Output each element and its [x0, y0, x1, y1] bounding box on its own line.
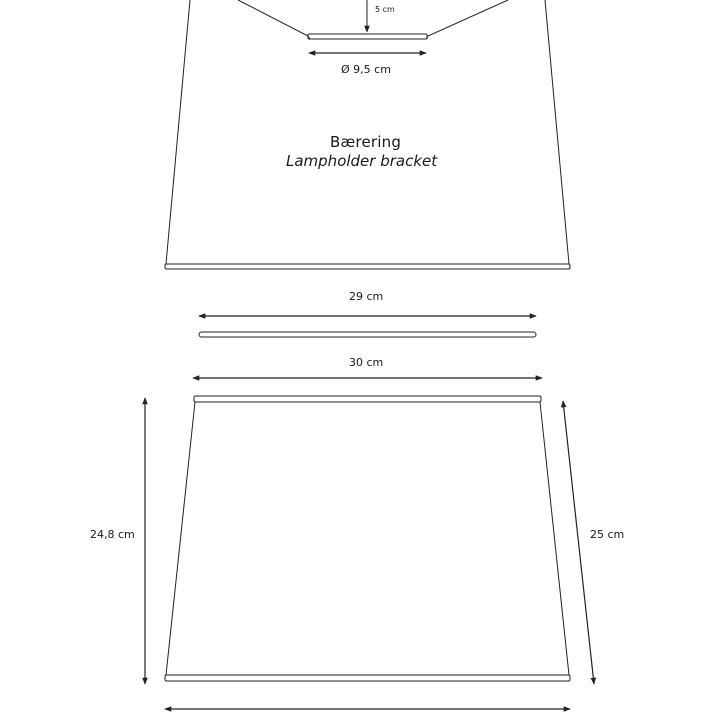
- part-title: Bærering: [330, 133, 402, 151]
- upper-shade-bottom-rim: [164, 263, 571, 270]
- drop-dimension-label: 5 cm: [375, 5, 395, 14]
- slant-height-arrow: [560, 400, 597, 685]
- lower-shade-right-side: [539, 401, 570, 676]
- lower-shade: [164, 395, 571, 682]
- bracket-center-ring: [307, 33, 428, 40]
- lower-shade-left-side: [165, 401, 196, 676]
- top-width-label: 30 cm: [349, 356, 384, 369]
- vertical-height-label: 24,8 cm: [90, 528, 135, 541]
- ring-width-label: 29 cm: [349, 290, 384, 303]
- slant-height-label: 25 cm: [590, 528, 625, 541]
- upper-shade-left-side: [165, 0, 191, 265]
- bracket-spoke-left: [237, 0, 311, 40]
- bracket-spoke-right: [425, 0, 509, 40]
- lower-shade-top-rim: [193, 395, 542, 403]
- upper-shade: [164, 0, 571, 270]
- loose-ring: [198, 331, 537, 338]
- lower-shade-bottom-rim: [164, 674, 571, 682]
- inner-diameter-label: Ø 9,5 cm: [341, 63, 391, 76]
- upper-shade-right-side: [544, 0, 570, 265]
- lampholder-bracket: [237, 0, 509, 40]
- part-subtitle: Lampholder bracket: [286, 152, 438, 170]
